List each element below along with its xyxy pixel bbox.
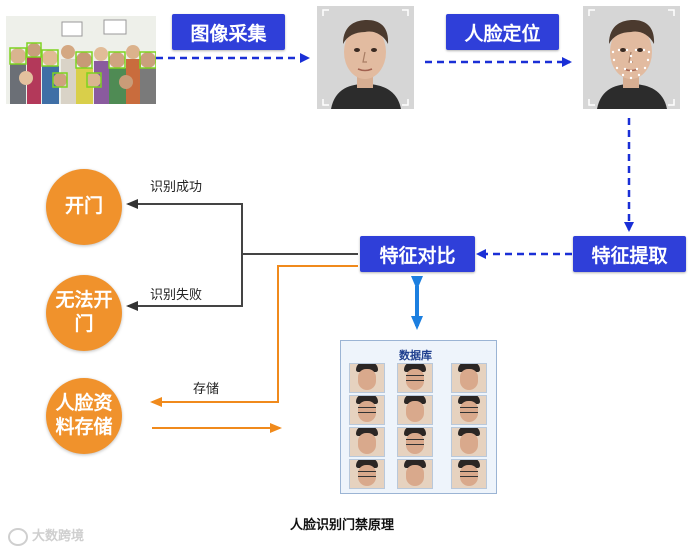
step-compare: 特征对比: [360, 236, 475, 272]
node-cannot-open: 无法开 门: [46, 275, 122, 351]
database-panel: 数据库: [340, 340, 497, 494]
step-extract: 特征提取: [573, 236, 686, 272]
arrow-to-cannot-open: [126, 254, 243, 311]
node-open-door: 开门: [46, 169, 122, 245]
db-face: [397, 363, 433, 393]
db-face: [397, 395, 433, 425]
cannot-open-line2: 门: [74, 313, 94, 335]
step-capture: 图像采集: [172, 14, 285, 50]
label-success: 识别成功: [150, 180, 203, 195]
face-illustration: [317, 6, 414, 109]
db-face: [349, 395, 385, 425]
step-locate: 人脸定位: [446, 14, 559, 50]
face-photo: [317, 6, 414, 109]
db-face: [349, 427, 385, 457]
db-face: [451, 395, 487, 425]
watermark-text: 大数跨境: [32, 529, 85, 544]
face-storage-line1: 人脸资: [55, 392, 113, 415]
label-fail: 识别失败: [150, 288, 203, 303]
diagram-caption: 人脸识别门禁原理: [290, 518, 395, 533]
db-face: [397, 459, 433, 489]
db-face: [397, 427, 433, 457]
db-face: [349, 363, 385, 393]
located-face-illustration: [583, 6, 680, 109]
cannot-open-line1: 无法开: [55, 289, 113, 312]
arrow-to-store: [150, 265, 358, 407]
located-face-photo: [583, 6, 680, 109]
node-face-storage: 人脸资 料存储: [46, 378, 122, 454]
face-storage-line2: 料存储: [55, 416, 113, 438]
db-face: [451, 459, 487, 489]
db-face: [451, 363, 487, 393]
db-face: [451, 427, 487, 457]
crowd-illustration: [6, 16, 156, 104]
label-store: 存储: [193, 382, 220, 397]
db-face: [349, 459, 385, 489]
watermark-logo-icon: [8, 527, 28, 546]
crowd-image: [6, 16, 156, 104]
database-title: 数据库: [399, 349, 432, 362]
watermark: 大数跨境: [8, 525, 84, 546]
